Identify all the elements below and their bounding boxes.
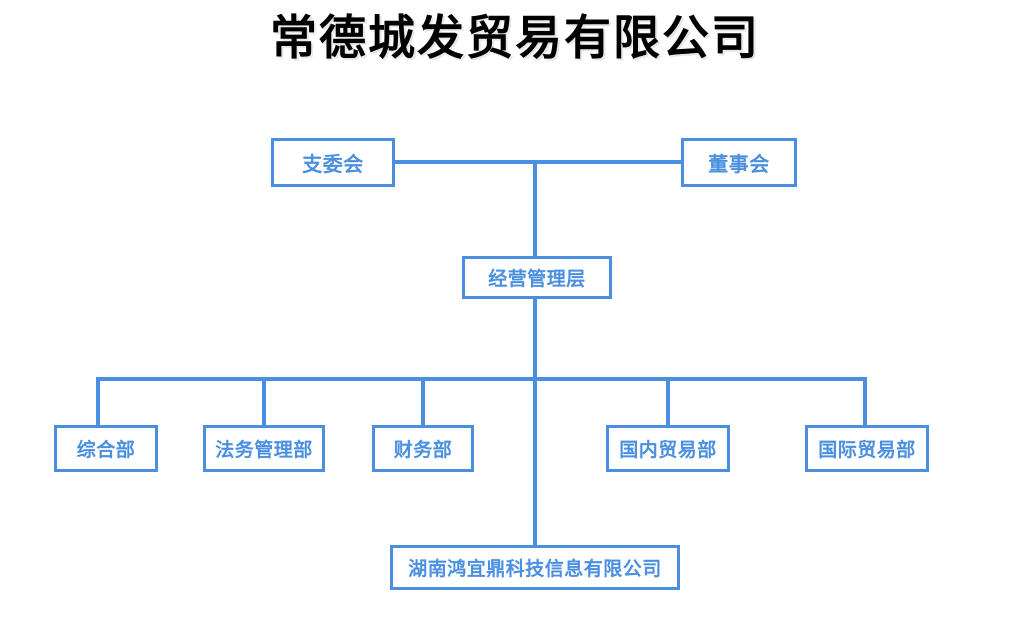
connector-drop-dept-2 [421,377,425,427]
node-department-domestic-trade[interactable]: 国内贸易部 [606,425,730,472]
node-subsidiary-company[interactable]: 湖南鸿宜鼎科技信息有限公司 [390,545,680,590]
node-party-committee[interactable]: 支委会 [271,138,395,187]
connector-department-bus [96,377,867,381]
node-department-finance[interactable]: 财务部 [372,425,474,472]
connector-spine-to-board [535,160,681,164]
connector-committee-to-spine [394,160,535,164]
connector-drop-dept-4 [863,377,867,427]
node-management-layer[interactable]: 经营管理层 [462,256,612,299]
node-department-general-affairs[interactable]: 综合部 [54,425,158,472]
page-title: 常德城发贸易有限公司 [270,13,760,65]
connector-spine-upper [533,160,537,258]
connector-drop-dept-3 [666,377,670,427]
connector-drop-dept-0 [96,377,100,427]
node-department-legal-management[interactable]: 法务管理部 [203,425,325,472]
connector-drop-dept-1 [262,377,266,427]
node-department-international-trade[interactable]: 国际贸易部 [805,425,929,472]
connector-spine-lower [533,297,537,547]
node-board-of-directors[interactable]: 董事会 [681,138,797,187]
